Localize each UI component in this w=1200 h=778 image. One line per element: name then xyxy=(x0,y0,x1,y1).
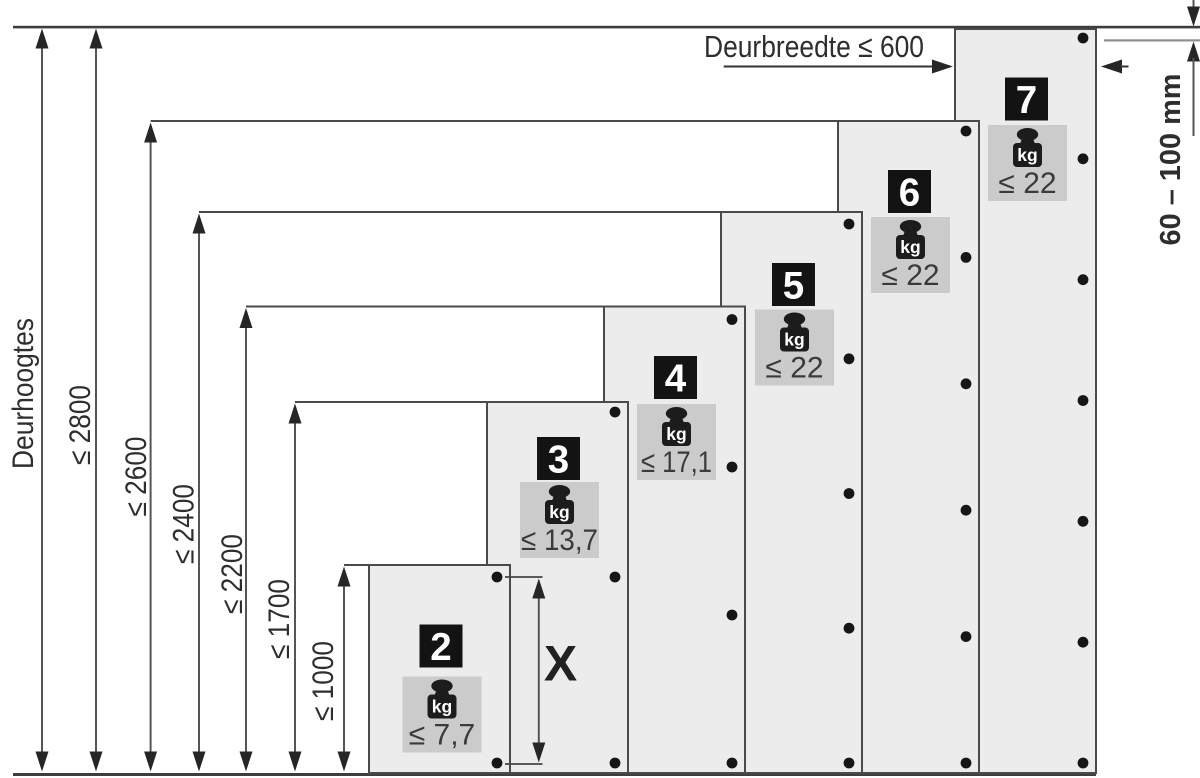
svg-text:7: 7 xyxy=(1016,79,1037,122)
svg-text:≤ 22: ≤ 22 xyxy=(765,352,823,385)
svg-text:kg: kg xyxy=(784,330,804,350)
svg-text:4: 4 xyxy=(665,358,687,401)
svg-text:≤ 2800: ≤ 2800 xyxy=(64,385,97,465)
svg-text:kg: kg xyxy=(432,697,452,717)
svg-text:kg: kg xyxy=(549,502,569,522)
svg-text:3: 3 xyxy=(548,439,569,482)
svg-text:kg: kg xyxy=(666,424,686,444)
svg-text:≤ 22: ≤ 22 xyxy=(881,259,939,292)
svg-text:kg: kg xyxy=(1017,145,1037,165)
svg-text:X: X xyxy=(544,636,577,692)
svg-text:≤ 2600: ≤ 2600 xyxy=(120,437,153,517)
svg-text:≤ 13,7: ≤ 13,7 xyxy=(521,524,598,557)
svg-text:≤ 2200: ≤ 2200 xyxy=(216,534,249,614)
svg-text:Deurhoogtes: Deurhoogtes xyxy=(7,318,40,469)
svg-text:≤ 7,7: ≤ 7,7 xyxy=(409,719,476,752)
svg-text:≤ 22: ≤ 22 xyxy=(998,167,1056,200)
svg-text:Deurbreedte ≤ 600: Deurbreedte ≤ 600 xyxy=(704,29,924,64)
svg-text:≤ 2400: ≤ 2400 xyxy=(168,484,201,564)
svg-text:6: 6 xyxy=(899,172,920,215)
svg-text:60 – 100 mm: 60 – 100 mm xyxy=(1155,74,1187,246)
svg-text:2: 2 xyxy=(430,626,451,669)
svg-text:5: 5 xyxy=(783,265,804,308)
svg-text:≤ 1000: ≤ 1000 xyxy=(307,641,340,721)
svg-text:kg: kg xyxy=(900,237,920,257)
svg-text:≤ 1700: ≤ 1700 xyxy=(263,579,296,659)
svg-text:≤ 17,1: ≤ 17,1 xyxy=(641,446,712,479)
